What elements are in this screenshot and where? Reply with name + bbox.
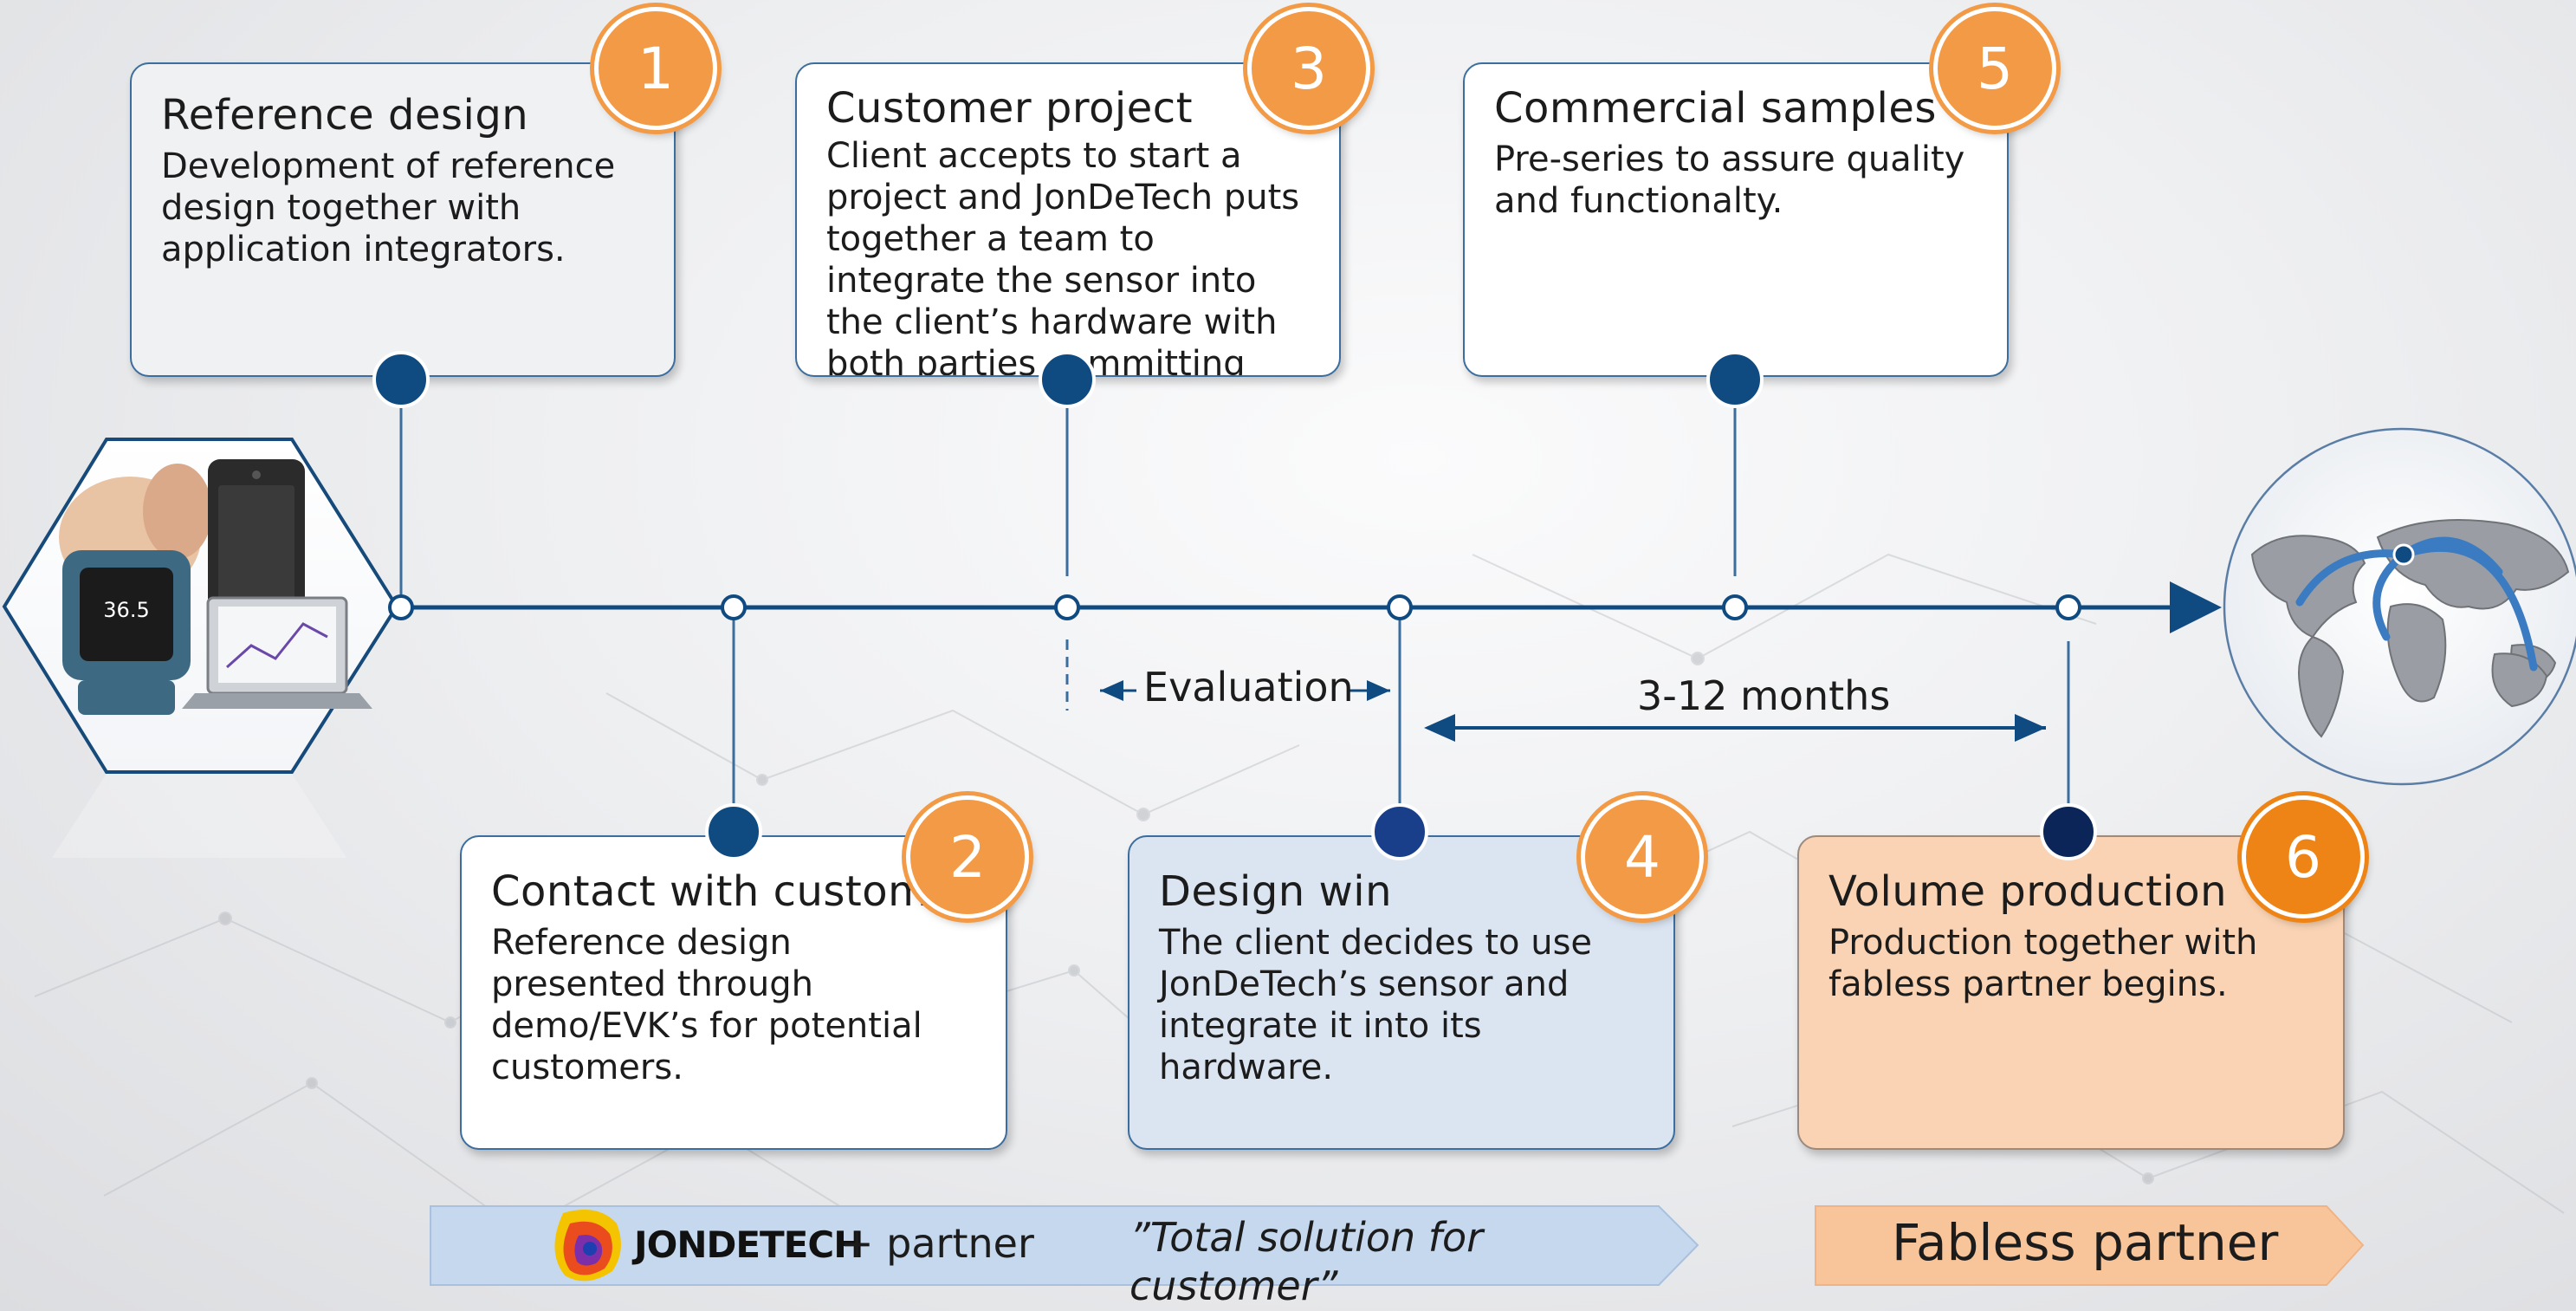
step-badge-3: 3 xyxy=(1247,7,1370,130)
step-description: Development of reference design together… xyxy=(161,146,616,269)
step-title: Volume production xyxy=(1828,867,2228,916)
watch-display-text: 36.5 xyxy=(103,598,149,622)
step-card-3: Customer project Client accepts to start… xyxy=(795,62,1341,377)
step-description: Pre-series to assure quality and functio… xyxy=(1494,140,1965,221)
step-title: Design win xyxy=(1159,867,1392,916)
step-badge-4: 4 xyxy=(1581,795,1704,918)
step-title: Contact with customer xyxy=(491,867,973,916)
step-description: Production together with fabless partner… xyxy=(1828,923,2258,1004)
connectors xyxy=(399,381,2070,832)
step-badge-1: 1 xyxy=(594,7,717,130)
step-card-1: Reference design Development of referenc… xyxy=(130,62,676,377)
step-badge-2: 2 xyxy=(906,795,1029,918)
step-badge-5: 5 xyxy=(1933,7,2056,130)
partner-suffix: + partner xyxy=(840,1220,1034,1267)
world-map-image xyxy=(2223,427,2576,786)
fabless-banner-label: Fabless partner xyxy=(1892,1213,2279,1272)
banner-solution xyxy=(430,1205,1699,1286)
step-description: The client decides to use JonDeTech’s se… xyxy=(1159,923,1593,1087)
step-description: Client accepts to start a project and Jo… xyxy=(826,136,1300,377)
step-badge-6: 6 xyxy=(2242,795,2365,918)
step-description: Reference design presented through demo/… xyxy=(491,923,922,1087)
device-cluster-image: 36.5 xyxy=(2,438,399,774)
banner-fabless xyxy=(1815,1205,2365,1286)
step-title: Customer project xyxy=(826,84,1194,133)
heat-map-logo-icon xyxy=(554,1210,621,1282)
step-title: Reference design xyxy=(161,91,529,140)
evaluation-label: Evaluation xyxy=(1143,664,1354,711)
brand-name: JONDETECH xyxy=(634,1223,864,1266)
step-title: Commercial samples xyxy=(1494,84,1937,133)
timeline-nodes xyxy=(388,594,2081,620)
step-card-5: Commercial samples Pre-series to assure … xyxy=(1463,62,2009,377)
step-card-4: Design win The client decides to use Jon… xyxy=(1128,835,1675,1150)
duration-label: 3-12 months xyxy=(1637,672,1891,719)
solution-tagline: ”Total solution for customer” xyxy=(1129,1214,1484,1309)
